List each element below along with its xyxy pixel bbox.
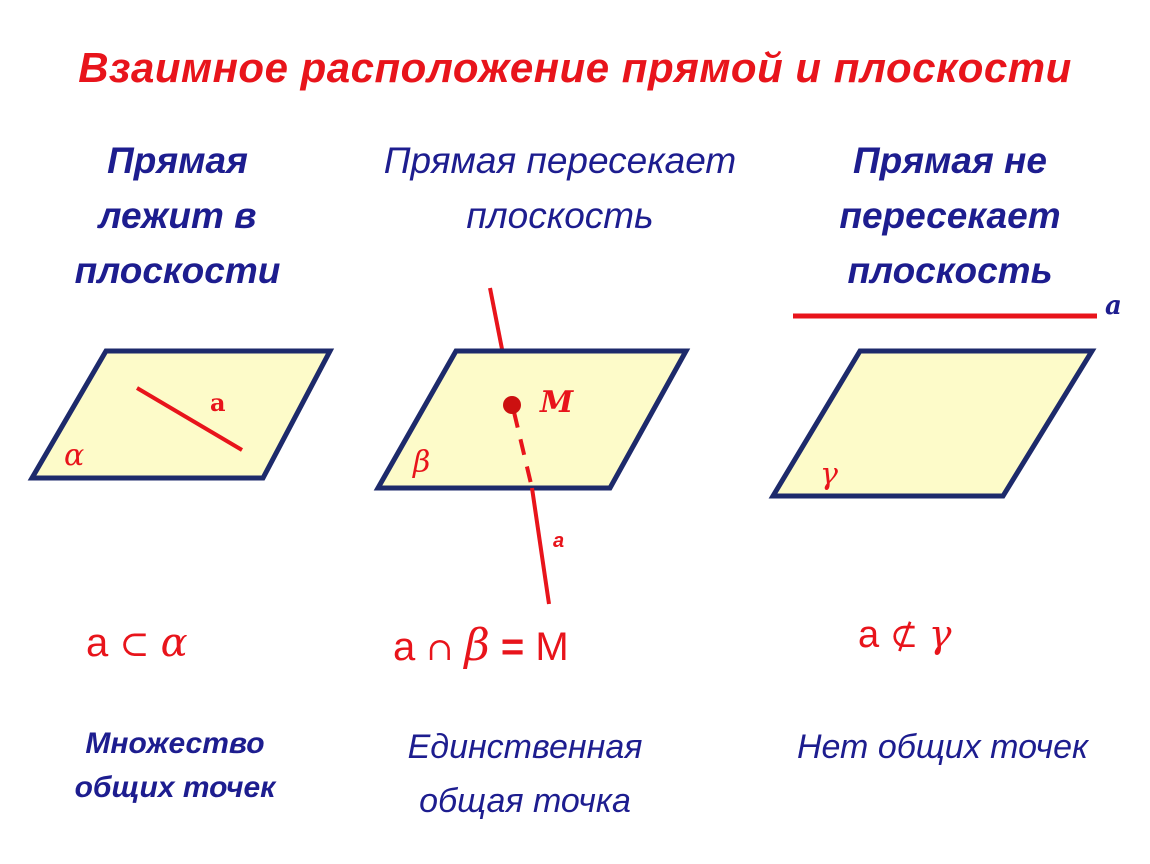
caption-single-common-point: Единственная общая точка bbox=[360, 720, 690, 828]
heading-line: Прямая пересекает bbox=[383, 140, 737, 181]
line-label-a: a bbox=[210, 388, 226, 417]
heading-line-not-intersect-plane: Прямая не пересекает плоскость bbox=[805, 133, 1095, 298]
formula-point-m: M bbox=[535, 625, 569, 669]
page-title: Взаимное расположение прямой и плоскости bbox=[78, 44, 1072, 91]
heading-line: Прямая не bbox=[853, 140, 1047, 181]
line-a-in-plane bbox=[135, 386, 244, 452]
heading-line: пересекает bbox=[839, 195, 1061, 236]
intersection-symbol: ∩ bbox=[426, 630, 454, 668]
plane-beta bbox=[373, 348, 691, 491]
line-label-a: a bbox=[553, 530, 564, 552]
heading-line: плоскость bbox=[466, 195, 654, 236]
heading-line: плоскость bbox=[847, 250, 1053, 291]
caption-line: Нет общих точек bbox=[796, 728, 1089, 766]
point-label-m: M bbox=[539, 385, 574, 420]
subset-symbol: ⊂ bbox=[119, 624, 150, 665]
line-a-dashed-hidden bbox=[512, 411, 534, 489]
heading-line: плоскости bbox=[74, 250, 281, 291]
caption-line: Множество bbox=[85, 727, 265, 760]
caption-line: общая точка bbox=[419, 782, 631, 820]
heading-line-intersects-plane: Прямая пересекает плоскость bbox=[355, 133, 765, 243]
plane-label-gamma: γ bbox=[820, 457, 838, 492]
formula-intersection: a ∩ β = M bbox=[393, 620, 569, 671]
caption-line: общих точек bbox=[74, 771, 276, 804]
point-m bbox=[503, 396, 521, 414]
formula-plane-beta: β bbox=[464, 620, 490, 671]
formula-not-subset: a ⊄ γ bbox=[858, 612, 951, 657]
plane-label-alpha: α bbox=[64, 438, 84, 473]
line-label-a: a bbox=[1105, 291, 1122, 321]
heading-line: лежит в bbox=[98, 195, 257, 236]
equals-sign: = bbox=[500, 625, 525, 669]
not-subset-symbol: ⊄ bbox=[889, 616, 919, 656]
caption-line: Единственная bbox=[407, 728, 643, 766]
heading-line: Прямая bbox=[107, 140, 248, 181]
formula-plane-gamma: γ bbox=[928, 612, 952, 656]
formula-subset: a ⊂ α bbox=[86, 620, 188, 666]
caption-many-common-points: Множество общих точек bbox=[20, 722, 330, 810]
formula-line-a: a bbox=[858, 614, 880, 656]
caption-no-common-points: Нет общих точек bbox=[755, 720, 1130, 774]
formula-plane-alpha: α bbox=[160, 620, 188, 666]
line-a-below-plane bbox=[530, 487, 551, 605]
plane-gamma bbox=[768, 348, 1097, 499]
plane-label-beta: β bbox=[412, 445, 430, 480]
formula-line-a: a bbox=[86, 621, 109, 665]
formula-line-a: a bbox=[393, 625, 416, 669]
heading-line-lies-in-plane: Прямая лежит в плоскости bbox=[50, 133, 305, 298]
